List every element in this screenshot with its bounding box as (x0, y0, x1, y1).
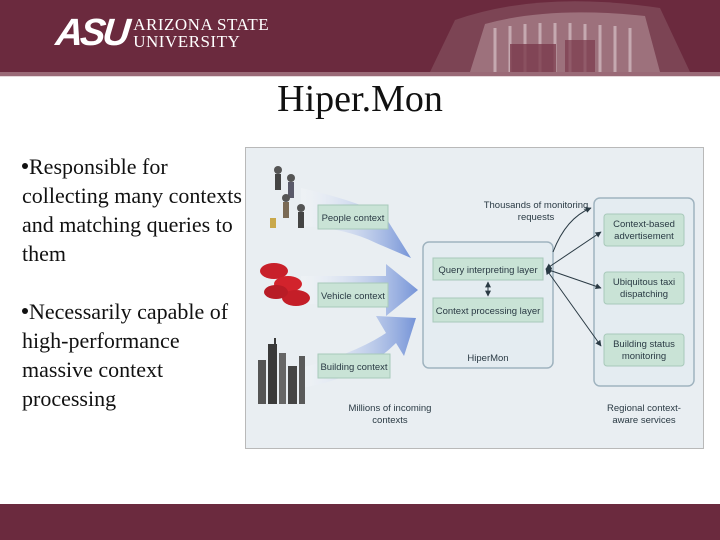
query-layer-box (432, 257, 544, 281)
vehicle-context-box (317, 282, 389, 308)
building-photo (360, 0, 720, 72)
bullet-text: Necessarily capable of high-performance … (22, 299, 229, 411)
slide-header: ASU ARIZONA STATE UNIVERSITY (0, 0, 720, 72)
header-divider (0, 72, 720, 76)
millions-label-line1: Millions of incoming (349, 403, 432, 414)
service-label-line: Context-based (613, 219, 675, 230)
slide-footer (0, 504, 720, 540)
building-context-label: Building context (320, 362, 387, 373)
people-context-label: People context (322, 213, 385, 224)
context-layer-box (432, 297, 544, 323)
thousands-label-line2: requests (518, 212, 555, 223)
bullet-dot-icon (22, 307, 28, 314)
asu-logo[interactable]: ASU ARIZONA STATE UNIVERSITY (53, 12, 269, 54)
bullet-list: Responsible for collecting many contexts… (22, 152, 244, 442)
connector-arrow (552, 207, 592, 253)
connector-arrow (545, 231, 602, 270)
service-label-line: Ubiquitous taxi (613, 277, 675, 288)
hipermon-architecture-diagram: People context Vehicle context Building … (245, 147, 704, 449)
connector-arrow (545, 268, 602, 347)
regional-label-line1: Regional context- (607, 403, 681, 414)
header-divider-light (0, 76, 720, 77)
building-context-box (317, 353, 391, 379)
service-box-advertisement (603, 213, 685, 247)
context-layer-label: Context processing layer (436, 306, 541, 317)
cars-icon (260, 263, 310, 306)
bullet-dot-icon (22, 162, 28, 169)
slide-title: Hiper.Mon (277, 78, 443, 120)
asu-logo-wordmark: ARIZONA STATE UNIVERSITY (133, 16, 269, 50)
service-label-line: dispatching (620, 289, 668, 300)
hipermon-label: HiperMon (467, 353, 508, 364)
connector-arrow (545, 267, 602, 290)
vehicle-context-label: Vehicle context (321, 291, 385, 302)
service-box-taxi (603, 271, 685, 305)
regional-label-line2: aware services (612, 415, 676, 426)
city-buildings-icon (258, 338, 305, 404)
bullet-text: Responsible for collecting many contexts… (22, 154, 242, 266)
service-label-line: monitoring (622, 351, 666, 362)
bullet-item: Necessarily capable of high-performance … (22, 297, 244, 413)
service-box-building (603, 333, 685, 367)
service-label-line: Building status (613, 339, 675, 350)
query-layer-label: Query interpreting layer (438, 265, 537, 276)
thousands-label-line1: Thousands of monitoring (484, 200, 589, 211)
asu-logo-mark: ASU (53, 12, 130, 54)
diagram-canvas: People context Vehicle context Building … (258, 166, 695, 426)
people-context-box (317, 204, 389, 230)
millions-label-line2: contexts (372, 415, 408, 426)
people-icon (270, 166, 305, 228)
service-label-line: advertisement (614, 231, 674, 242)
bullet-item: Responsible for collecting many contexts… (22, 152, 244, 268)
logo-line-1: ARIZONA STATE (133, 15, 270, 34)
logo-line-2: UNIVERSITY (133, 32, 241, 51)
